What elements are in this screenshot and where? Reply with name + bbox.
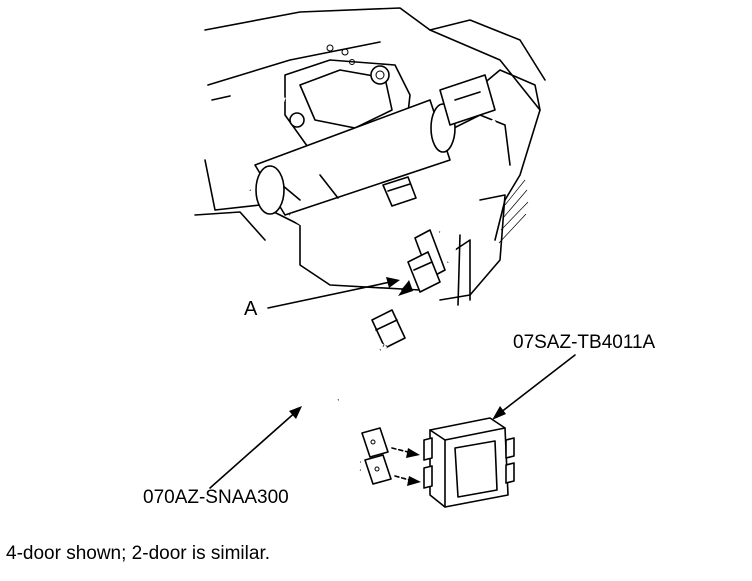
connector-a (398, 251, 441, 296)
leader-line-control-unit (492, 354, 576, 420)
harness-part-number: 070AZ-SNAA300 (143, 487, 289, 508)
dashboard-structure (194, 7, 546, 306)
vehicle-harness (228, 91, 501, 279)
connection-arrows (391, 447, 421, 486)
accessory-harness (296, 309, 406, 485)
leader-line-harness (209, 406, 302, 489)
control-unit-part-number: 07SAZ-TB4011A (513, 332, 656, 353)
control-unit (423, 417, 515, 508)
figure-caption: 4-door shown; 2-door is similar. (6, 543, 270, 564)
leader-line-a (267, 277, 400, 309)
steering-column (254, 74, 496, 216)
connector-a-label: A (244, 298, 258, 320)
